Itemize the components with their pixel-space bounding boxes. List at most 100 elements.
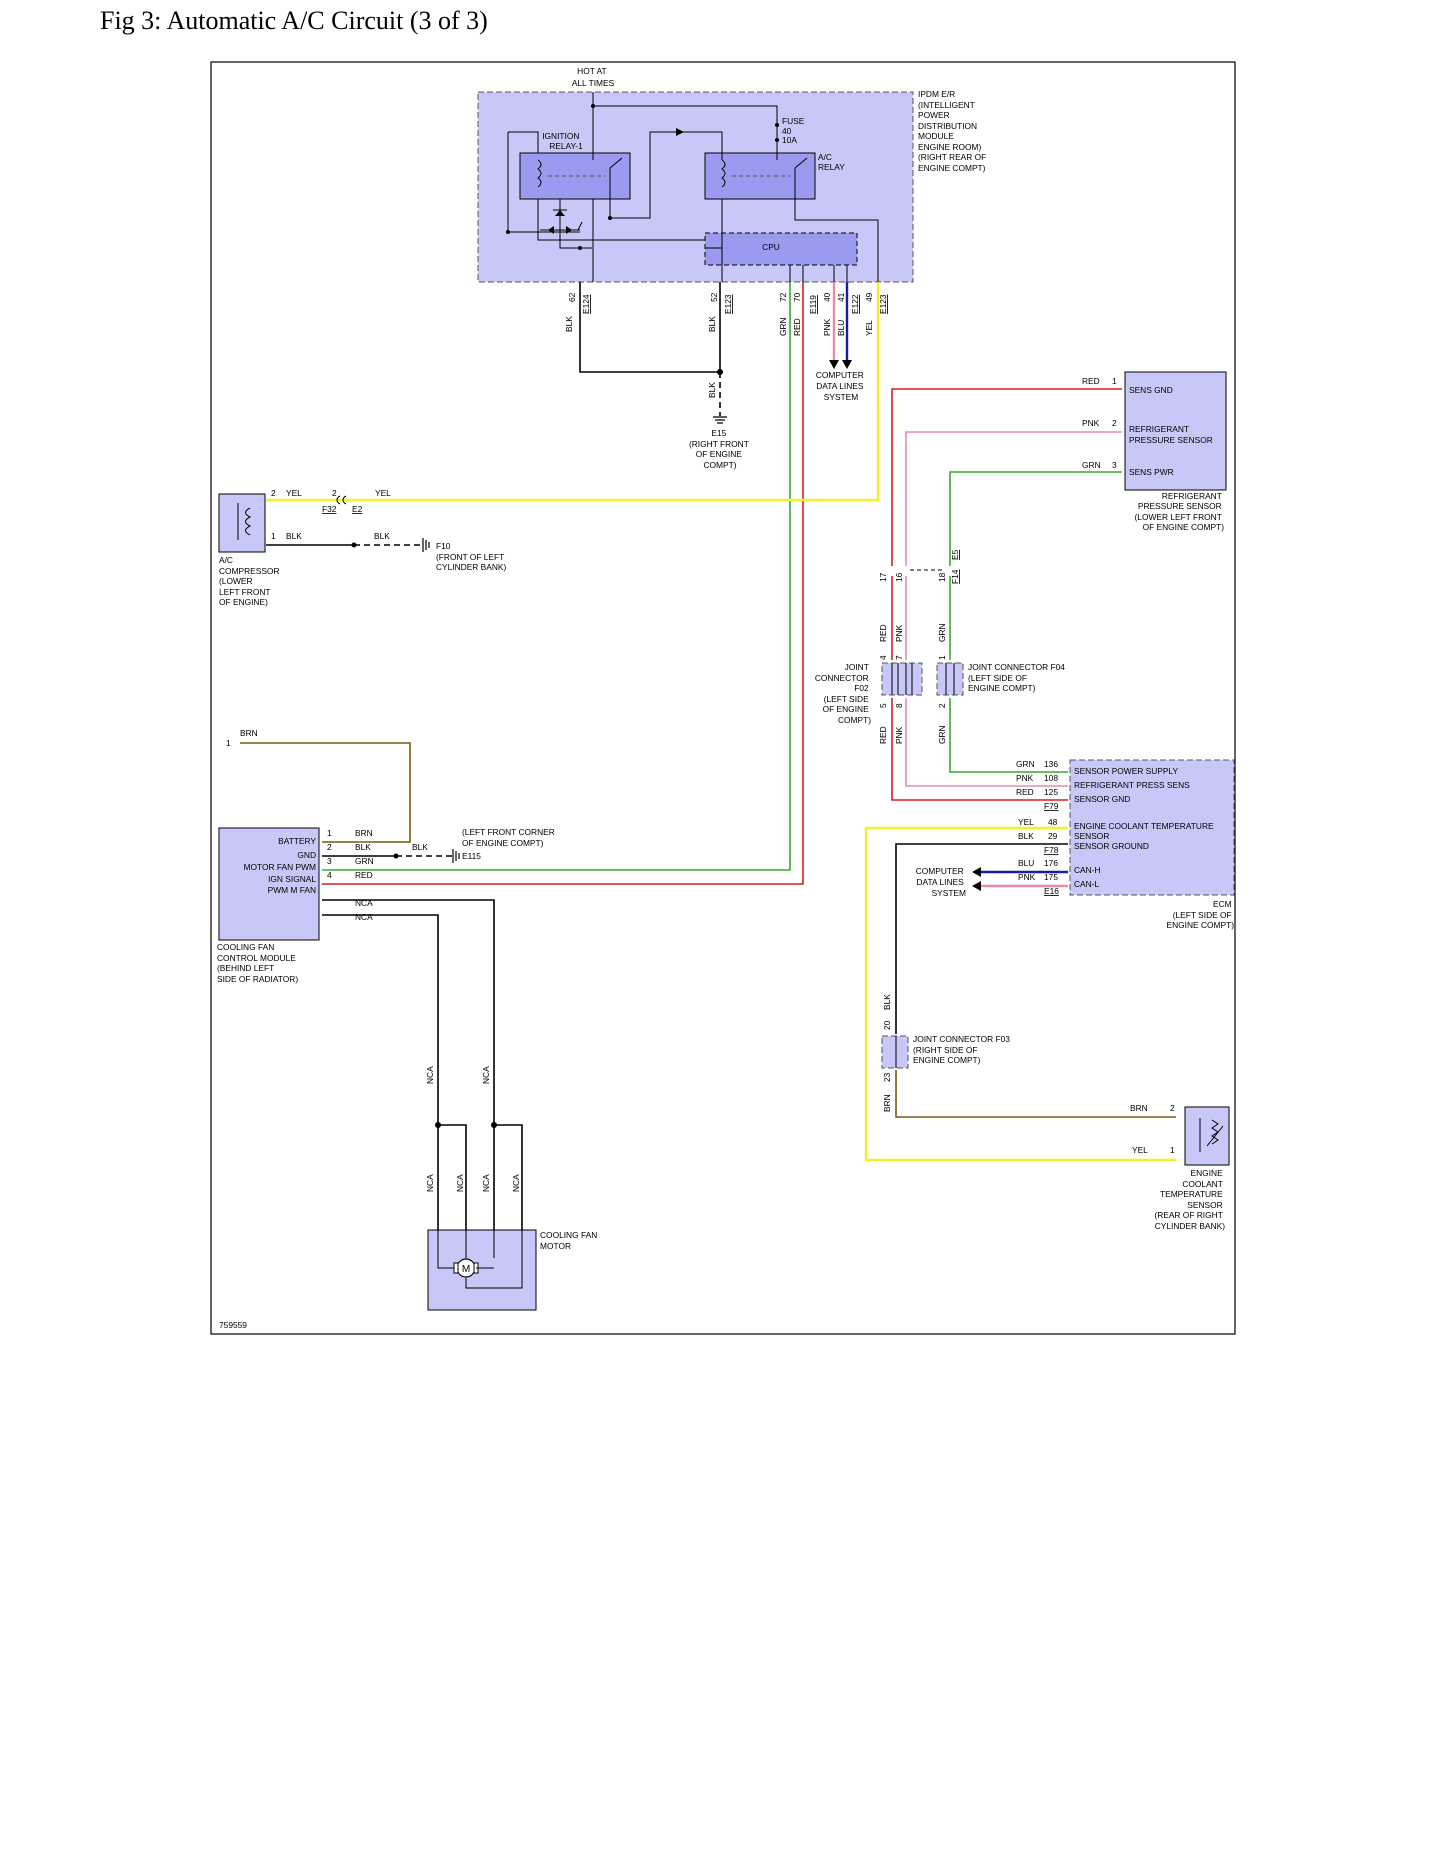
fan-nca-lower-4: NCA xyxy=(511,1174,521,1192)
wire-label-blk-62: BLK xyxy=(564,316,574,332)
compressor-gnd-wire: BLK xyxy=(374,531,390,541)
f04-top-grn: GRN xyxy=(937,623,947,642)
svg-text:49: 49 xyxy=(864,292,874,302)
compressor-pin1-wire: BLK xyxy=(286,531,302,541)
svg-text:SENSOR GND: SENSOR GND xyxy=(1074,794,1130,804)
svg-text:1: 1 xyxy=(937,655,947,660)
svg-text:3: 3 xyxy=(327,856,332,866)
ect-sensor xyxy=(1184,1106,1230,1166)
svg-text:62: 62 xyxy=(567,292,577,302)
svg-text:4: 4 xyxy=(327,870,332,880)
ecm-computer-data-label: COMPUTER DATA LINES SYSTEM xyxy=(916,866,966,898)
wire-grn-motor-fan-pwm xyxy=(322,282,791,871)
compressor-label: A/C COMPRESSOR (LOWER LEFT FRONT OF ENGI… xyxy=(219,555,282,607)
svg-text:SENSOR POWER SUPPLY: SENSOR POWER SUPPLY xyxy=(1074,766,1179,776)
fan-motor-label: COOLING FAN MOTOR xyxy=(540,1230,600,1251)
svg-text:ENGINE COOLANT TEMPERATURE: ENGINE COOLANT TEMPERATURE xyxy=(1074,821,1214,831)
svg-text:GRN: GRN xyxy=(1016,759,1035,769)
wire-grn-sens-pwr xyxy=(949,471,1122,566)
svg-text:IGN SIGNAL: IGN SIGNAL xyxy=(268,874,316,884)
ground-e115-label: (LEFT FRONT CORNER OF ENGINE COMPT) E115 xyxy=(462,827,557,861)
wire-label-red-70: RED xyxy=(792,318,802,336)
rps-pin1-name: SENS GND xyxy=(1129,385,1173,395)
ect-pin1-wire: YEL xyxy=(1132,1145,1148,1155)
ac-relay-label: A/C RELAY xyxy=(818,152,845,172)
joint-f02-label: JOINT CONNECTOR F02 (LEFT SIDE OF ENGINE… xyxy=(815,662,871,725)
svg-text:F14: F14 xyxy=(950,569,960,584)
battery-feed-wire: BRN xyxy=(240,728,258,738)
svg-text:17: 17 xyxy=(878,572,888,582)
ipdm-module xyxy=(477,91,914,283)
ect-label: ENGINE COOLANT TEMPERATURE SENSOR (REAR … xyxy=(1154,1168,1225,1231)
fan-nca-upper-1: NCA xyxy=(425,1066,435,1084)
joint-f03-label: JOINT CONNECTOR F03 (RIGHT SIDE OF ENGIN… xyxy=(913,1034,1012,1065)
svg-text:PWM M FAN: PWM M FAN xyxy=(268,885,316,895)
svg-text:BLK: BLK xyxy=(355,842,371,852)
svg-text:F78: F78 xyxy=(1044,845,1059,855)
diagram-frame xyxy=(210,61,1236,1335)
svg-text:108: 108 xyxy=(1044,773,1058,783)
wire-label-yel-49: YEL xyxy=(864,320,874,336)
f02-bottom-red: RED xyxy=(878,726,888,744)
ecm-label: ECM (LEFT SIDE OF ENGINE COMPT) xyxy=(1167,899,1235,930)
svg-text:E119: E119 xyxy=(808,295,818,314)
wire-yel-ect xyxy=(864,826,1176,1162)
cooling-fan-motor xyxy=(427,1229,537,1311)
f02-top-red: RED xyxy=(878,624,888,642)
fan-module-pins: BATTERY GND MOTOR FAN PWM IGN SIGNAL PWM… xyxy=(244,828,374,895)
svg-text:72: 72 xyxy=(778,292,788,302)
wire-red-ign-signal xyxy=(322,282,804,885)
rps-pin1-wire: RED xyxy=(1082,376,1100,386)
fuse-label: FUSE 40 10A xyxy=(782,116,807,145)
joint-connector-f03 xyxy=(881,1035,909,1069)
svg-text:16: 16 xyxy=(894,572,904,582)
f02-top-pnk: PNK xyxy=(894,624,904,642)
f32-pin: 2 xyxy=(332,488,337,498)
svg-text:E123: E123 xyxy=(723,294,733,314)
refrigerant-pressure-sensor xyxy=(1124,371,1227,491)
svg-text:CAN-L: CAN-L xyxy=(1074,879,1099,889)
svg-text:1: 1 xyxy=(327,828,332,838)
ecm-module xyxy=(1069,759,1235,896)
rps-pin3: 3 xyxy=(1112,460,1117,470)
svg-text:48: 48 xyxy=(1048,817,1058,827)
fan-nca-upper-2: NCA xyxy=(481,1066,491,1084)
svg-text:7: 7 xyxy=(894,655,904,660)
svg-text:MOTOR FAN PWM: MOTOR FAN PWM xyxy=(244,862,316,872)
svg-text:4: 4 xyxy=(878,655,888,660)
rps-pin1: 1 xyxy=(1112,376,1117,386)
svg-text:23: 23 xyxy=(882,1072,892,1082)
ignition-relay xyxy=(519,152,631,200)
conn-f32: F32 xyxy=(322,504,337,514)
ecm-rows: GRN 136 SENSOR POWER SUPPLY PNK 108 REFR… xyxy=(1016,759,1214,896)
computer-data-top-label: COMPUTER DATA LINES SYSTEM xyxy=(816,370,866,402)
svg-text:176: 176 xyxy=(1044,858,1058,868)
fan-module-nca-2: NCA xyxy=(355,912,373,922)
ipdm-name-label: IPDM E/R (INTELLIGENT POWER DISTRIBUTION… xyxy=(918,89,989,173)
svg-text:18: 18 xyxy=(937,572,947,582)
rps-pin2-wire: PNK xyxy=(1082,418,1100,428)
svg-text:SENSOR: SENSOR xyxy=(1074,831,1109,841)
conn-e2: E2 xyxy=(352,504,363,514)
ground-e15-label: E15 (RIGHT FRONT OF ENGINE COMPT) xyxy=(689,428,751,470)
svg-text:GND: GND xyxy=(297,850,316,860)
fan-nca-lower-2: NCA xyxy=(455,1174,465,1192)
inline-f14-e5: 17 16 18 F14 E5 xyxy=(878,549,960,584)
svg-text:20: 20 xyxy=(882,1020,892,1030)
cpu-label: CPU xyxy=(762,242,780,252)
svg-text:175: 175 xyxy=(1044,872,1058,882)
figure-id: 759559 xyxy=(219,1320,247,1330)
compressor-pin2-wire: YEL xyxy=(286,488,302,498)
f02-bottom-pnk: PNK xyxy=(894,726,904,744)
ac-compressor xyxy=(218,493,266,553)
wire-brn-battery xyxy=(240,742,411,843)
ect-pin1: 1 xyxy=(1170,1145,1175,1155)
cooling-fan-control-module xyxy=(218,827,320,941)
wire-label-pnk-40: PNK xyxy=(822,318,832,336)
rps-label: REFRIGERANT PRESSURE SENSOR (LOWER LEFT … xyxy=(1135,491,1225,532)
compressor-pin1: 1 xyxy=(271,531,276,541)
wire-pnk-ref-press xyxy=(905,431,1122,566)
ect-pin2-wire: BRN xyxy=(1130,1103,1148,1113)
svg-text:YEL: YEL xyxy=(1018,817,1034,827)
svg-text:52: 52 xyxy=(709,292,719,302)
